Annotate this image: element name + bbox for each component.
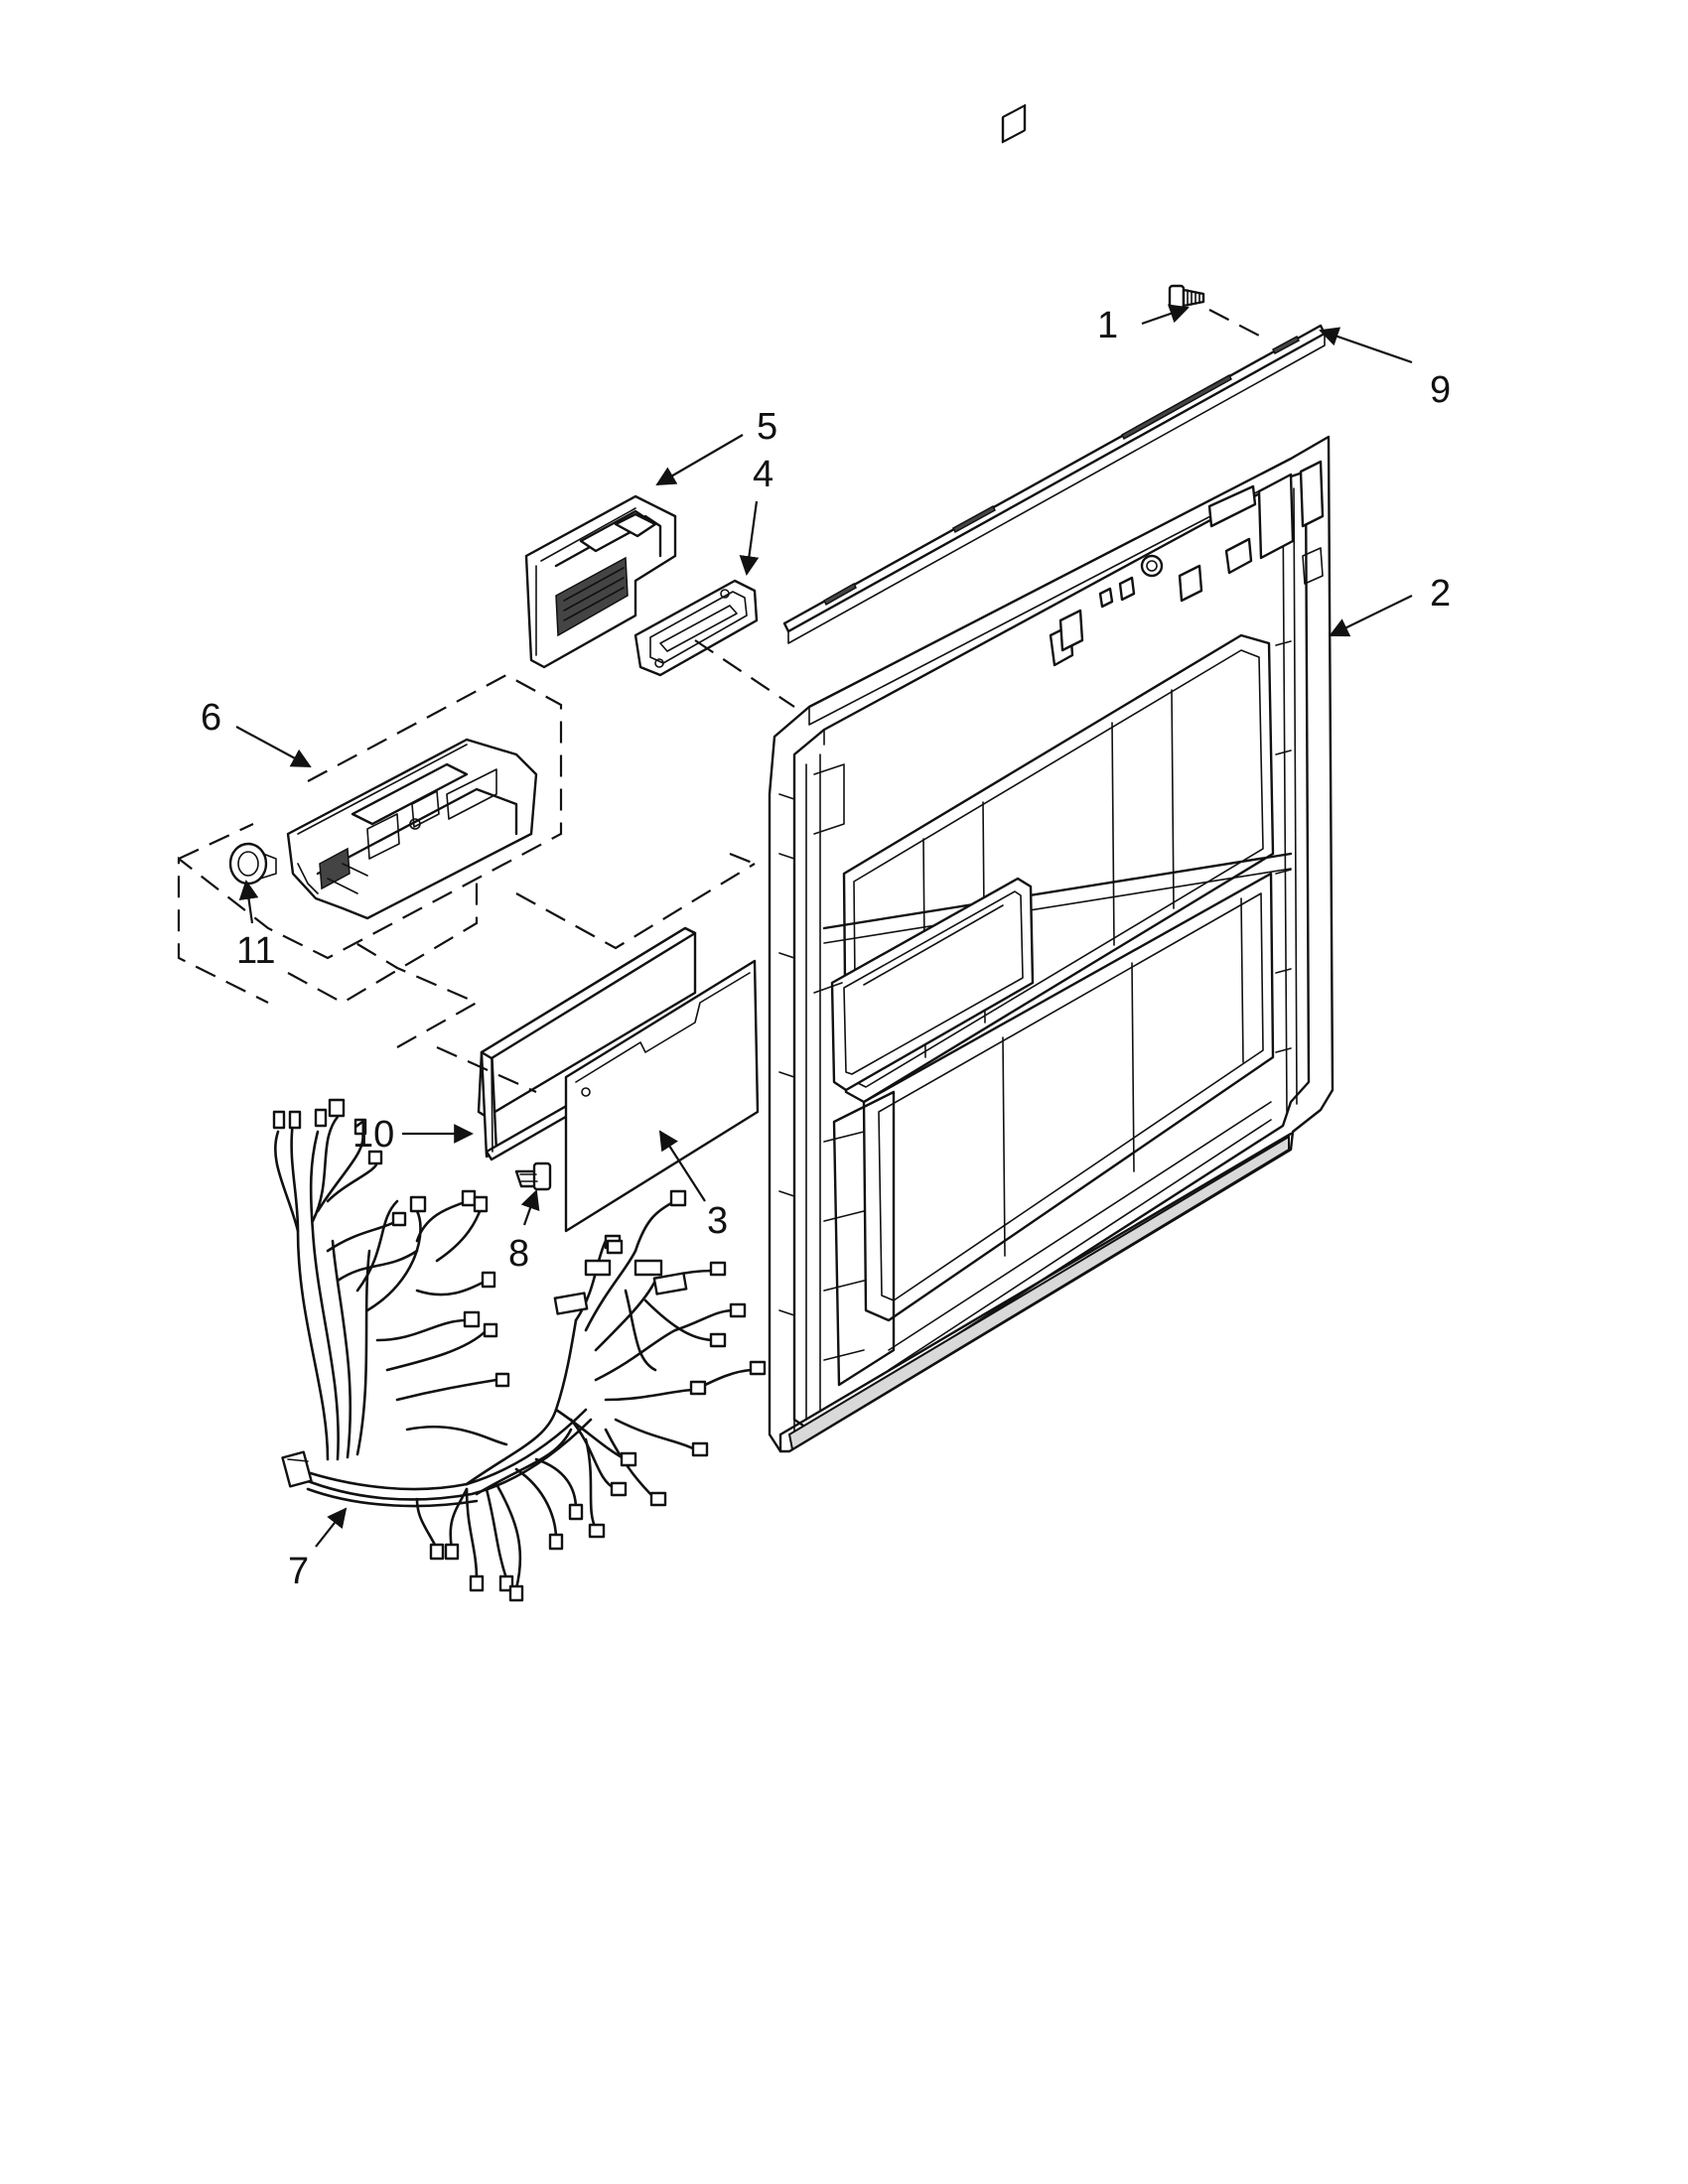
callout-3: 3 — [707, 1200, 728, 1242]
leader-4 — [739, 500, 760, 576]
callout-11: 11 — [236, 930, 275, 972]
callout-5: 5 — [757, 406, 777, 448]
leader-7 — [315, 1507, 348, 1548]
callout-4: 4 — [753, 454, 774, 495]
leader-11 — [238, 880, 259, 924]
wiring-harness-part — [272, 1098, 767, 1602]
callout-9: 9 — [1430, 369, 1451, 411]
trim-strip-part — [782, 324, 1327, 644]
callout-labels: 1 2 3 4 5 6 7 8 9 10 11 — [201, 305, 1451, 1592]
console-part — [524, 494, 677, 669]
callout-10: 10 — [352, 1114, 394, 1156]
screw-part-1 — [1168, 284, 1260, 337]
leader-5 — [655, 434, 744, 485]
callout-6: 6 — [201, 697, 221, 739]
circuit-board-part — [564, 959, 760, 1233]
knob-part — [228, 842, 277, 886]
callout-7: 7 — [288, 1551, 309, 1592]
callout-1: 1 — [1097, 305, 1118, 346]
leader-3 — [658, 1130, 706, 1202]
leader-8 — [520, 1189, 540, 1226]
leader-6 — [235, 726, 312, 767]
control-module-part — [177, 673, 563, 1005]
callout-8: 8 — [508, 1233, 529, 1275]
screw-part-8 — [514, 1161, 552, 1191]
leader-1 — [1141, 304, 1190, 326]
leader-9 — [1319, 327, 1413, 364]
leader-2 — [1329, 595, 1413, 637]
door-panel-part — [768, 103, 1335, 1453]
callout-2: 2 — [1430, 573, 1451, 614]
gasket-part — [633, 579, 759, 677]
callout-leaders — [235, 304, 1413, 1548]
